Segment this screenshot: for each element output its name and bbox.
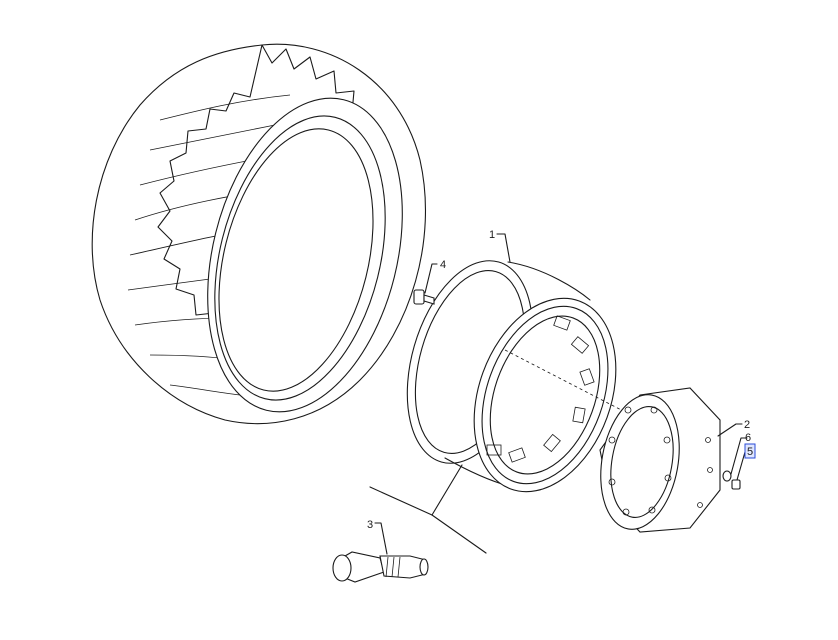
callout-4[interactable]: 4: [440, 259, 446, 271]
washer: [722, 470, 732, 482]
bolt: [413, 289, 435, 305]
tyre-valve: [332, 551, 429, 583]
tyre: [91, 43, 426, 425]
callout-1[interactable]: 1: [489, 229, 495, 241]
callout-6[interactable]: 6: [745, 432, 751, 444]
rim: [406, 260, 617, 493]
callout-5-highlight: [744, 443, 756, 459]
callout-3[interactable]: 3: [367, 519, 373, 531]
callout-5[interactable]: 5: [747, 446, 753, 458]
nut: [731, 479, 741, 490]
wheel-disc: [599, 387, 721, 533]
callout-labels: 1 2 3 4 5 6: [367, 229, 756, 531]
callout-2[interactable]: 2: [744, 419, 750, 431]
